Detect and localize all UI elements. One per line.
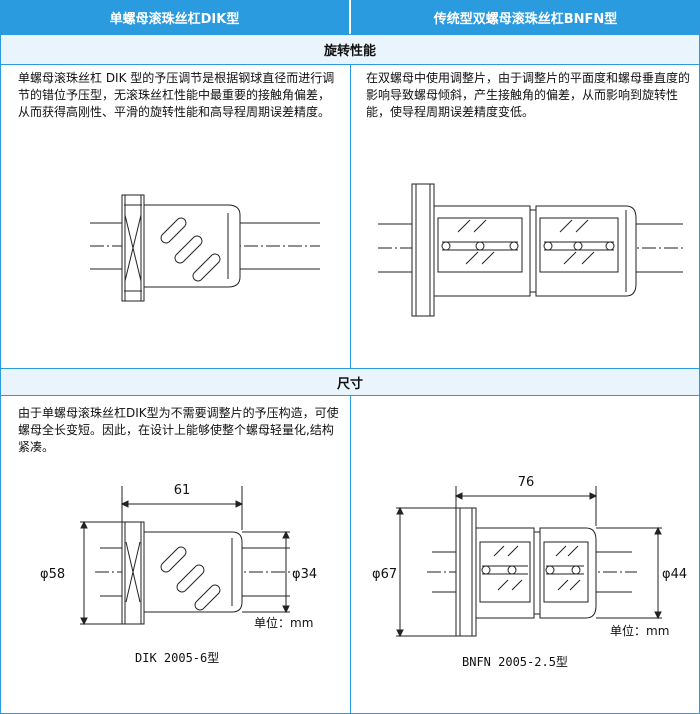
rotation-left-text: 单螺母滚珠丝杠 DIK 型的予压调节是根据钢球直径而进行调节的错位予压型，无滚珠… bbox=[18, 71, 335, 119]
dik-dimension-drawing: 61 φ58 φ34 bbox=[40, 483, 317, 626]
bnfn-body-dia-label: φ44 bbox=[662, 567, 687, 582]
dik-length-label: 61 bbox=[174, 483, 191, 498]
header-left: 单螺母滚珠丝杠DIK型 bbox=[0, 0, 349, 34]
bnfn-caption: BNFN 2005-2.5型 bbox=[462, 655, 568, 669]
rotation-right-text: 在双螺母中使用调整片，由于调整片的平面度和螺母垂直度的影响导致螺母倾斜，产生接触… bbox=[366, 71, 691, 119]
dik-caption: DIK 2005-6型 bbox=[135, 651, 220, 665]
section-title-rotation: 旋转性能 bbox=[0, 34, 700, 65]
header-right: 传统型双螺母滚珠丝杠BNFN型 bbox=[351, 0, 700, 34]
bnfn-flange-dia-label: φ67 bbox=[372, 567, 397, 582]
dik-unit-label: 单位：mm bbox=[254, 616, 314, 630]
dik-body-dia-label: φ34 bbox=[292, 567, 317, 582]
dik-rotation-drawing bbox=[90, 194, 320, 302]
column-divider-top bbox=[349, 0, 351, 34]
column-divider-bottom bbox=[350, 396, 351, 714]
table-border-left bbox=[0, 0, 1, 714]
bnfn-dimension-drawing: 76 φ67 φ44 bbox=[372, 475, 687, 638]
bnfn-length-label: 76 bbox=[518, 475, 535, 490]
size-left-text: 由于单螺母滚珠丝杠DIK型为不需要调整片的予压构造，可使螺母全长变短。因此，在设… bbox=[18, 406, 339, 454]
bnfn-rotation-drawing bbox=[378, 183, 683, 317]
dik-flange-dia-label: φ58 bbox=[40, 567, 65, 582]
section-title-size: 尺寸 bbox=[0, 368, 700, 396]
column-divider bbox=[350, 65, 351, 368]
bnfn-unit-label: 单位：mm bbox=[610, 624, 670, 638]
